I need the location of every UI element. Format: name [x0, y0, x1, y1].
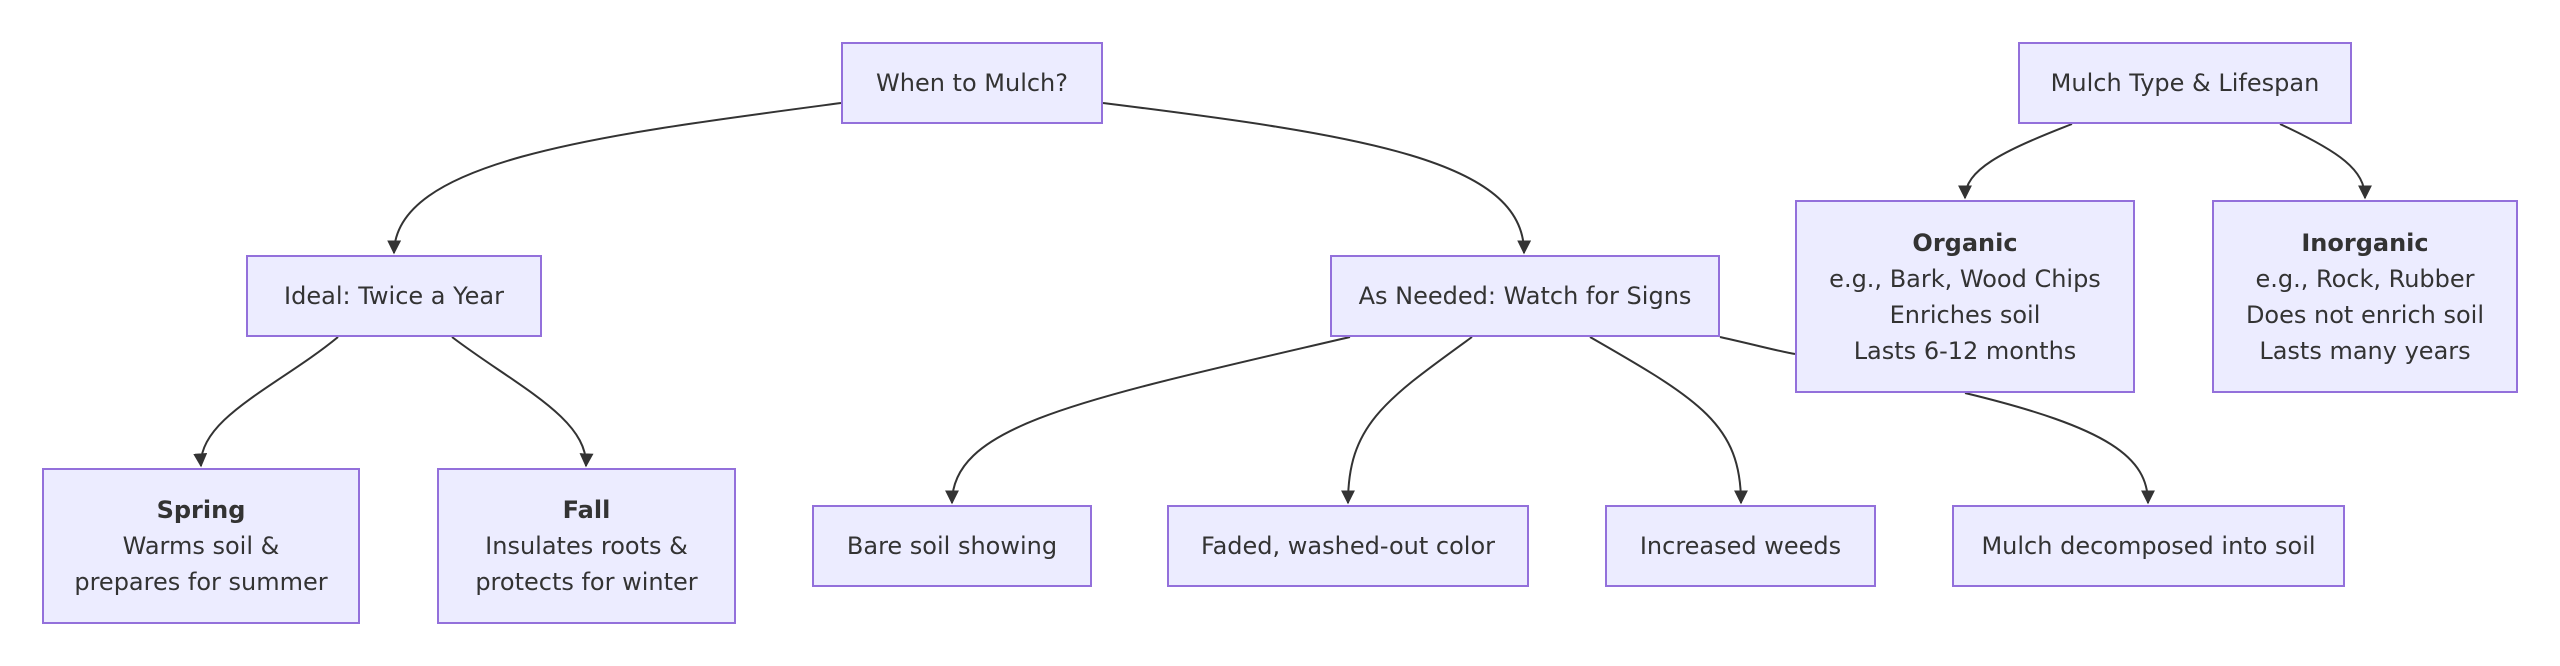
- edge-as-needed-to-faded-color: [1341, 336, 1473, 505]
- node-detail: Lasts 6-12 months: [1853, 336, 2077, 365]
- node-detail: prepares for summer: [74, 568, 328, 596]
- node-label: As Needed: Watch for Signs: [1358, 282, 1692, 310]
- node-detail: Lasts many years: [2259, 336, 2471, 365]
- node-label: Bare soil showing: [846, 532, 1058, 560]
- ideal-twice-a-year-node: Ideal: Twice a Year: [246, 255, 542, 337]
- sign-bare-soil-node: Bare soil showing: [812, 505, 1092, 587]
- node-title: Organic: [1912, 228, 2018, 257]
- edge-ideal-to-fall: [451, 336, 594, 468]
- node-detail: Does not enrich soil: [2245, 300, 2485, 329]
- node-title: Spring: [156, 496, 246, 524]
- as-needed-node: As Needed: Watch for Signs: [1330, 255, 1720, 337]
- node-label: Ideal: Twice a Year: [284, 282, 504, 310]
- edge-as-needed-to-weeds: [1589, 336, 1748, 505]
- edge-type-to-organic: [1958, 123, 2073, 200]
- node-detail: Warms soil &: [122, 532, 280, 560]
- node-label: Mulch Type & Lifespan: [2050, 69, 2320, 97]
- edge-when-to-as-needed: [1102, 102, 1532, 255]
- sign-decomposed-node: Mulch decomposed into soil: [1952, 505, 2345, 587]
- node-detail: Enriches soil: [1889, 300, 2041, 329]
- node-label: Increased weeds: [1639, 532, 1842, 560]
- node-label: Faded, washed-out color: [1201, 532, 1495, 560]
- inorganic-node: Inorganic e.g., Rock, Rubber Does not en…: [2212, 200, 2518, 393]
- edge-type-to-inorganic: [2279, 123, 2372, 200]
- node-label: Mulch decomposed into soil: [1981, 532, 2316, 560]
- node-detail: Insulates roots &: [485, 532, 688, 560]
- sign-increased-weeds-node: Increased weeds: [1605, 505, 1876, 587]
- when-to-mulch-node: When to Mulch?: [841, 42, 1103, 124]
- node-title: Fall: [562, 496, 611, 524]
- fall-node: Fall Insulates roots & protects for wint…: [437, 468, 736, 624]
- spring-node: Spring Warms soil & prepares for summer: [42, 468, 360, 624]
- node-title: Inorganic: [2301, 228, 2429, 257]
- node-detail: e.g., Rock, Rubber: [2255, 264, 2475, 293]
- node-label: When to Mulch?: [876, 69, 1068, 97]
- sign-faded-color-node: Faded, washed-out color: [1167, 505, 1529, 587]
- edge-ideal-to-spring: [193, 336, 339, 468]
- edge-as-needed-to-decomposed: [1719, 336, 2148, 503]
- node-detail: e.g., Bark, Wood Chips: [1829, 264, 2101, 293]
- mulch-type-lifespan-node: Mulch Type & Lifespan: [2018, 42, 2352, 124]
- edge-when-to-ideal: [387, 102, 842, 255]
- organic-node: Organic e.g., Bark, Wood Chips Enriches …: [1795, 200, 2135, 393]
- edge-as-needed-to-bare-soil: [945, 336, 1351, 505]
- node-detail: protects for winter: [475, 568, 698, 596]
